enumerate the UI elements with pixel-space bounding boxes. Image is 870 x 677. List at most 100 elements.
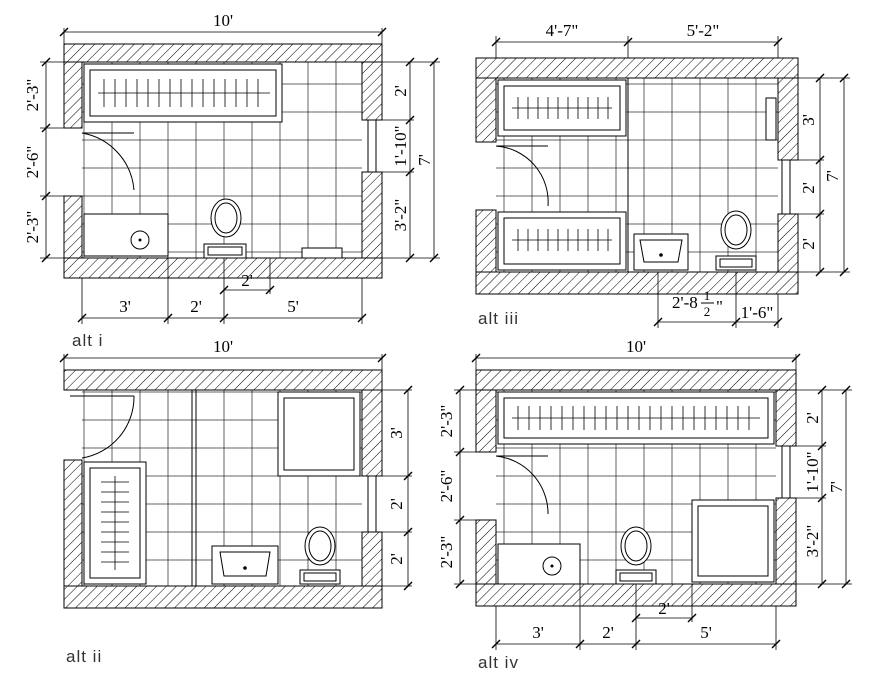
wall-right-upper <box>361 389 383 477</box>
dim-top-right: 5'-2" <box>687 21 720 40</box>
sink-drain <box>138 238 142 242</box>
toilet-seat <box>214 202 238 234</box>
dim-right-bot: 2' <box>799 238 818 250</box>
wall-top <box>475 369 797 391</box>
sink-basin <box>219 551 271 577</box>
dim-right-total: 7' <box>827 481 846 493</box>
dim-right-mid: 1'-10" <box>391 125 410 166</box>
dim-left-mid: 2'-6" <box>437 470 456 503</box>
dim-right-top: 3' <box>799 114 818 126</box>
wall-cabinet <box>765 97 777 141</box>
toilet-seat <box>624 530 648 562</box>
dim-right-mid: 2' <box>799 182 818 194</box>
toilet-tank <box>715 255 757 271</box>
dim-right-total: 7' <box>415 154 434 166</box>
dimension-ticks <box>491 37 849 327</box>
wall-right-lower <box>775 497 797 585</box>
wall-bottom <box>63 257 383 279</box>
vanity <box>497 543 581 585</box>
dim-right-mid: 2' <box>387 498 406 510</box>
dim-left-top: 2'-3" <box>437 405 456 438</box>
tub-tick-marks <box>101 481 129 563</box>
wall-right-lower <box>361 531 383 587</box>
bathtub-lower-inner <box>503 217 621 265</box>
toilet-bowl <box>620 526 652 566</box>
dim-right-total: 7' <box>823 170 842 182</box>
wall-right-upper <box>361 61 383 121</box>
toilet-tank-lid <box>619 572 653 582</box>
caption-alt-i: alt i <box>72 331 103 350</box>
dim-bottom-right: 5' <box>287 297 299 316</box>
wall-right-lower <box>361 171 383 259</box>
toilet-bowl <box>720 210 752 250</box>
dimension-lines <box>40 28 440 324</box>
dimension-lines <box>63 354 412 587</box>
tub-tick-marks <box>517 229 609 251</box>
dim-bottom-left: 3' <box>119 297 131 316</box>
sink-basin <box>639 239 683 263</box>
toilet-seat <box>724 214 748 246</box>
dim-bottom-mid: 2' <box>190 297 202 316</box>
dim-right-mid: 1'-10" <box>803 451 822 492</box>
wall-left-upper <box>475 77 497 143</box>
dim-bottom-inner: 2' <box>658 599 670 618</box>
wall-top <box>63 43 383 63</box>
wall-bottom <box>63 585 383 609</box>
dim-right-top: 2' <box>803 412 822 424</box>
dim-top-left: 4'-7" <box>546 21 579 40</box>
plan-alt-i: 10' 2'-3" 2'-6" 2'-3" 2' 1'-10" 3'-2" 7'… <box>23 11 440 350</box>
dim-bottom-right: 5' <box>700 623 712 642</box>
dim-left-top: 2'-3" <box>23 79 42 112</box>
dim-bottom-mid: 2' <box>602 623 614 642</box>
door-swing <box>81 132 135 191</box>
door-swing <box>81 395 135 459</box>
dim-left-bot: 2'-3" <box>437 536 456 569</box>
toilet-tank <box>299 569 341 585</box>
window <box>367 475 377 533</box>
dimension-ticks <box>59 353 413 591</box>
dim-right-bot: 3'-2" <box>803 525 822 558</box>
sink-drain <box>243 566 247 570</box>
tub-tick-marks <box>517 406 750 430</box>
caption-alt-ii: alt ii <box>66 647 102 666</box>
plan-alt-ii: 10' 3' 2' 2' alt ii <box>59 337 413 666</box>
wall-bottom <box>475 271 799 295</box>
shower-tray-inner <box>283 397 355 471</box>
wall-left-upper <box>475 389 497 453</box>
toilet-bowl <box>304 526 336 566</box>
dim-top-width: 10' <box>213 11 233 30</box>
wall-left-lower <box>475 209 497 273</box>
dim-left-mid: 2'-6" <box>23 146 42 179</box>
wall-left-lower <box>63 195 83 259</box>
dim-bottom-left-denominator: 2 <box>704 304 711 319</box>
dim-bottom-left-inch: " <box>716 297 723 316</box>
dimension-ticks <box>455 353 851 649</box>
caption-alt-iv: alt iv <box>478 653 519 672</box>
door-swing <box>495 455 549 515</box>
sink-drain <box>550 564 554 568</box>
dim-right-bot: 2' <box>387 553 406 565</box>
dim-right-top: 3' <box>387 427 406 439</box>
toilet-tank <box>203 243 247 259</box>
floor-drain <box>301 247 343 259</box>
wall-left-lower <box>475 519 497 585</box>
dim-top-width: 10' <box>213 337 233 356</box>
dim-bottom-left-numerator: 1 <box>704 288 711 303</box>
toilet-seat <box>308 530 332 562</box>
wall-right-upper <box>777 77 799 161</box>
dimension-ticks <box>41 27 439 323</box>
wall-right-lower <box>777 213 799 273</box>
wall-right-upper <box>775 389 797 447</box>
wall-top <box>475 57 799 79</box>
sink-drain <box>659 253 663 257</box>
plan-alt-iv: 10' 2'-3" 2'-6" 2'-3" 2' 1'-10" 3'-2" 7'… <box>437 337 852 672</box>
shower-tray-inner <box>697 505 769 577</box>
dim-bottom-left-whole: 2'-8 <box>672 293 698 312</box>
dim-right-bot: 3'-2" <box>391 199 410 232</box>
tub-tick-marks <box>103 79 259 107</box>
window <box>781 445 791 499</box>
window <box>367 119 377 173</box>
toilet-bowl <box>210 198 242 238</box>
wall-top <box>63 369 383 391</box>
